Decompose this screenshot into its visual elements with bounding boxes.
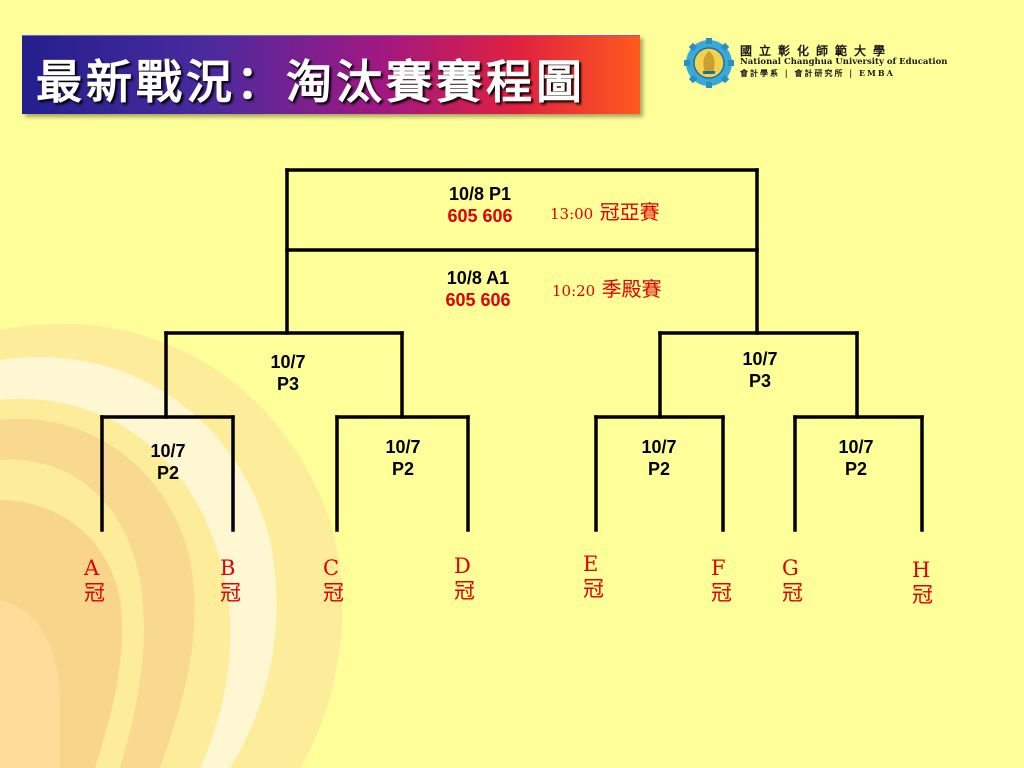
- semifinal-right-date: 10/7: [742, 349, 778, 369]
- team-e-suffix: 冠: [583, 577, 604, 602]
- quarterfinal-cd-date: 10/7: [385, 437, 421, 457]
- quarterfinal-ef-date: 10/7: [641, 437, 677, 457]
- final-annotation: 13:00 冠亞賽: [550, 200, 660, 224]
- quarterfinal-cd: 10/7 P2: [363, 437, 443, 480]
- team-d-suffix: 冠: [454, 579, 475, 604]
- third-place-time: 10:20: [552, 282, 596, 300]
- final-match-code: 10/8 P1: [448, 184, 512, 204]
- team-c-suffix: 冠: [323, 581, 344, 606]
- team-g: G 冠: [782, 556, 803, 606]
- semifinal-left-date: 10/7: [270, 352, 306, 372]
- team-d-letter: D: [454, 554, 471, 578]
- quarterfinal-gh-code: P2: [844, 458, 868, 479]
- final-match: 10/8 P1 605 606: [420, 184, 540, 227]
- team-h-suffix: 冠: [912, 583, 933, 608]
- logo-department-line: 會計學系 | 會計研究所 | EMBA: [740, 68, 895, 78]
- third-place-match: 10/8 A1 605 606: [418, 268, 538, 311]
- final-match-teams: 605 606: [447, 205, 513, 226]
- team-b-letter: B: [220, 556, 236, 580]
- page-title: 最新戰況：淘汰賽賽程圖: [36, 55, 586, 109]
- semifinal-left: 10/7 P3: [248, 352, 328, 395]
- title-banner: 最新戰況：淘汰賽賽程圖: [22, 35, 640, 114]
- team-b: B 冠: [220, 556, 241, 606]
- team-h-letter: H: [912, 558, 931, 582]
- quarterfinal-ef-code: P2: [647, 458, 671, 479]
- team-g-letter: G: [782, 556, 799, 580]
- team-a-suffix: 冠: [84, 581, 105, 606]
- team-f-suffix: 冠: [711, 581, 732, 606]
- team-b-suffix: 冠: [220, 581, 241, 606]
- quarterfinal-cd-code: P2: [391, 458, 415, 479]
- third-place-label: 季殿賽: [601, 277, 662, 301]
- team-c: C 冠: [323, 556, 344, 606]
- team-f: F 冠: [711, 556, 732, 606]
- final-label: 冠亞賽: [599, 200, 660, 224]
- semifinal-right-code: P3: [748, 370, 772, 391]
- team-e: E 冠: [583, 552, 604, 602]
- team-a-letter: A: [84, 556, 100, 580]
- semifinal-left-code: P3: [276, 373, 300, 394]
- quarterfinal-gh-date: 10/7: [838, 437, 874, 457]
- team-e-letter: E: [583, 552, 599, 576]
- university-logo: 國立彰化師範大學 National Changhua University of…: [684, 38, 947, 88]
- logo-english-name: National Changhua University of Educatio…: [740, 57, 948, 67]
- final-time: 13:00: [550, 205, 594, 223]
- quarterfinal-ef: 10/7 P2: [619, 437, 699, 480]
- team-h: H 冠: [912, 558, 933, 608]
- quarterfinal-ab: 10/7 P2: [128, 441, 208, 484]
- team-f-letter: F: [711, 556, 726, 580]
- logo-chinese-name: 國立彰化師範大學: [740, 44, 893, 58]
- quarterfinal-ab-date: 10/7: [150, 441, 186, 461]
- quarterfinal-ab-code: P2: [156, 462, 180, 483]
- quarterfinal-gh: 10/7 P2: [816, 437, 896, 480]
- team-c-letter: C: [323, 556, 340, 580]
- semifinal-right: 10/7 P3: [720, 349, 800, 392]
- seal-icon: [684, 38, 734, 88]
- team-a: A 冠: [84, 556, 105, 606]
- third-place-match-code: 10/8 A1: [446, 268, 510, 288]
- third-place-annotation: 10:20 季殿賽: [552, 277, 662, 301]
- third-place-match-teams: 605 606: [445, 289, 511, 310]
- team-d: D 冠: [454, 554, 475, 604]
- team-g-suffix: 冠: [782, 581, 803, 606]
